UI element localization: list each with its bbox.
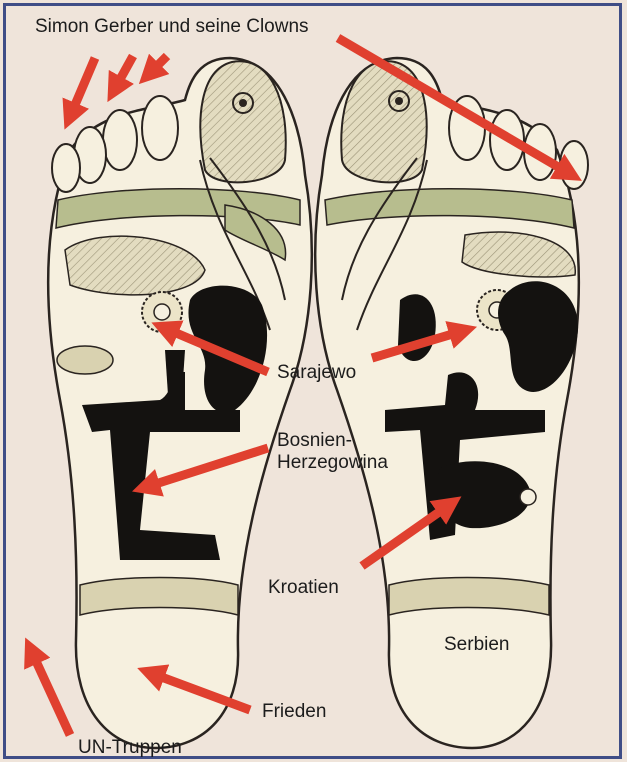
arrow-clowns-1	[69, 58, 95, 119]
left-toe-5	[52, 144, 80, 192]
label-bosnien-line2: Herzegowina	[277, 452, 388, 474]
label-un-truppen: UN-Truppen	[78, 737, 182, 759]
label-sarajewo: Sarajewo	[277, 362, 356, 384]
right-toe-5	[560, 141, 588, 189]
arrow-clowns-2	[113, 56, 133, 92]
label-kroatien: Kroatien	[268, 577, 339, 599]
label-clowns: Simon Gerber und seine Clowns	[35, 16, 309, 38]
left-toe-2	[142, 96, 178, 160]
arrow-un-truppen	[30, 648, 70, 735]
arrow-clowns-3	[147, 56, 167, 76]
label-serbien: Serbien	[444, 634, 510, 656]
label-bosnien-herzegowina: Bosnien- Herzegowina	[277, 430, 388, 474]
label-bosnien-line1: Bosnien-	[277, 430, 388, 452]
left-foot	[48, 58, 312, 748]
left-toe-3	[103, 110, 137, 170]
label-frieden: Frieden	[262, 701, 326, 723]
